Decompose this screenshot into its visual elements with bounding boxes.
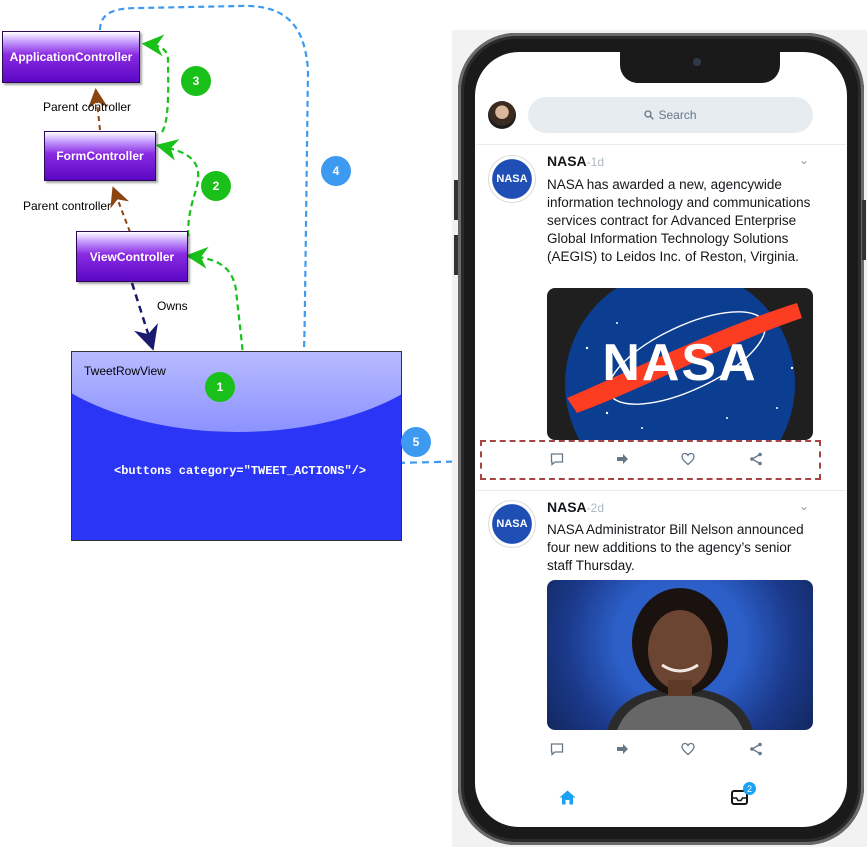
parent-controller-label-bottom: Parent controller (23, 199, 112, 213)
user-avatar[interactable] (488, 101, 516, 129)
green-arrow-2 (155, 139, 200, 237)
search-icon (644, 110, 655, 120)
reply-icon-2[interactable] (550, 742, 564, 756)
tweet-row-view-box: TweetRowView <buttons category="TWEET_AC… (71, 351, 402, 541)
chevron-down-icon[interactable]: ⌄ (799, 153, 810, 167)
home-icon[interactable] (559, 790, 576, 805)
tweet-1-text: NASA has awarded a new, agencywide infor… (547, 177, 811, 264)
chevron-down-icon-2[interactable]: ⌄ (799, 499, 810, 513)
inbox-icon[interactable] (731, 790, 748, 805)
share-icon[interactable] (749, 452, 763, 466)
tweet-divider (476, 490, 846, 491)
form-controller-box: FormController (44, 131, 156, 181)
step-badge-1: 1 (205, 372, 235, 402)
owns-arrow (130, 282, 158, 351)
application-controller-box: ApplicationController (2, 31, 140, 83)
tweet-2-text: NASA Administrator Bill Nelson announced… (547, 522, 804, 573)
camera-icon (693, 58, 701, 66)
tweet-1-author[interactable]: NASA-1d (547, 153, 604, 169)
header-divider (476, 144, 846, 145)
tweet-1-time: -1d (586, 155, 605, 169)
tweet-2-image[interactable] (547, 580, 813, 730)
green-arrow-3 (141, 34, 170, 133)
tweet-1-image[interactable]: NASA (547, 288, 813, 440)
parent-arrow-form-to-app (87, 88, 108, 131)
nasa-avatar-1[interactable]: NASA (488, 155, 536, 203)
notification-count-badge: 2 (743, 782, 756, 795)
phone-power-button (862, 200, 866, 260)
parent-arrow-view-to-form (110, 186, 131, 233)
step-badge-3: 3 (181, 66, 211, 96)
owns-label: Owns (157, 299, 188, 313)
nasa-avatar-1-text: NASA (496, 173, 528, 185)
search-input[interactable]: Search (528, 97, 813, 133)
tweet-actions-highlight-box (480, 440, 821, 480)
phone-notch (620, 52, 780, 83)
nasa-avatar-2-text: NASA (496, 518, 528, 530)
view-controller-box: ViewController (76, 231, 188, 282)
buttons-category-code: <buttons category="TWEET_ACTIONS"/> (114, 464, 367, 478)
nasa-avatar-2[interactable]: NASA (488, 500, 536, 548)
search-placeholder: Search (658, 108, 697, 122)
phone-volume-button (454, 180, 458, 220)
tweet-1-image-logotype: NASA (602, 334, 758, 392)
portrait-photo (607, 588, 753, 730)
like-icon[interactable] (681, 452, 695, 466)
tweet-2-time: -2d (586, 501, 605, 515)
share-icon-2[interactable] (749, 742, 763, 756)
retweet-icon-2[interactable] (615, 742, 629, 756)
step-badge-2: 2 (201, 171, 231, 201)
nasa-meatball-logo (565, 288, 802, 440)
step-badge-4: 4 (321, 156, 351, 186)
like-icon-2[interactable] (681, 742, 695, 756)
tweet-2-author[interactable]: NASA-2d (547, 499, 604, 515)
reply-icon[interactable] (550, 452, 564, 466)
tweet-1-name: NASA (547, 153, 587, 169)
retweet-icon[interactable] (615, 452, 629, 466)
phone-volume-button-2 (454, 235, 458, 275)
parent-controller-label-top: Parent controller (43, 100, 132, 114)
tweet-row-view-title: TweetRowView (84, 364, 166, 378)
tweet-2-name: NASA (547, 499, 587, 515)
step-badge-5: 5 (401, 427, 431, 457)
